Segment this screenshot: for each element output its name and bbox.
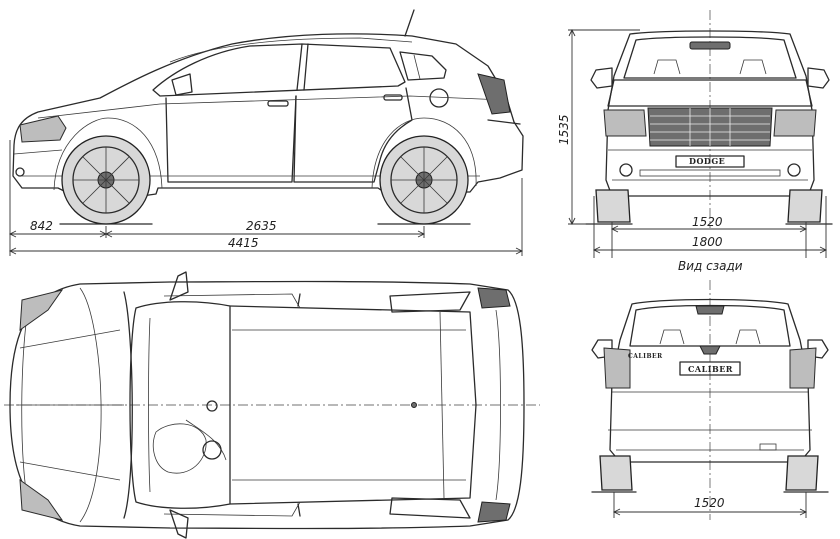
side-view: 842 2635 4415 (8, 9, 524, 256)
rear-badge-plate: CALIBER (688, 364, 733, 374)
dim-wheelbase: 2635 (246, 219, 277, 233)
side-dimensions (8, 140, 524, 256)
dim-overall-width: 1800 (692, 235, 723, 249)
front-view: DODGE 1535 1520 1 (557, 10, 833, 258)
front-wheel (53, 117, 163, 225)
dim-height: 1535 (557, 114, 571, 145)
rear-dimensions (612, 492, 808, 518)
dim-front-track: 1520 (692, 215, 723, 229)
rear-view-caption: Вид сзади (678, 259, 743, 273)
rear-wheel (371, 117, 477, 225)
dim-rear-track: 1520 (694, 496, 725, 510)
dim-front-overhang: 842 (30, 219, 53, 233)
rear-view: Вид сзади CALIBER CALIBER (591, 259, 829, 520)
top-view (4, 271, 540, 539)
front-dimensions (568, 28, 828, 258)
dim-overall-length: 4415 (228, 236, 259, 250)
rear-badge-small: CALIBER (628, 353, 663, 360)
front-badge: DODGE (689, 156, 725, 166)
